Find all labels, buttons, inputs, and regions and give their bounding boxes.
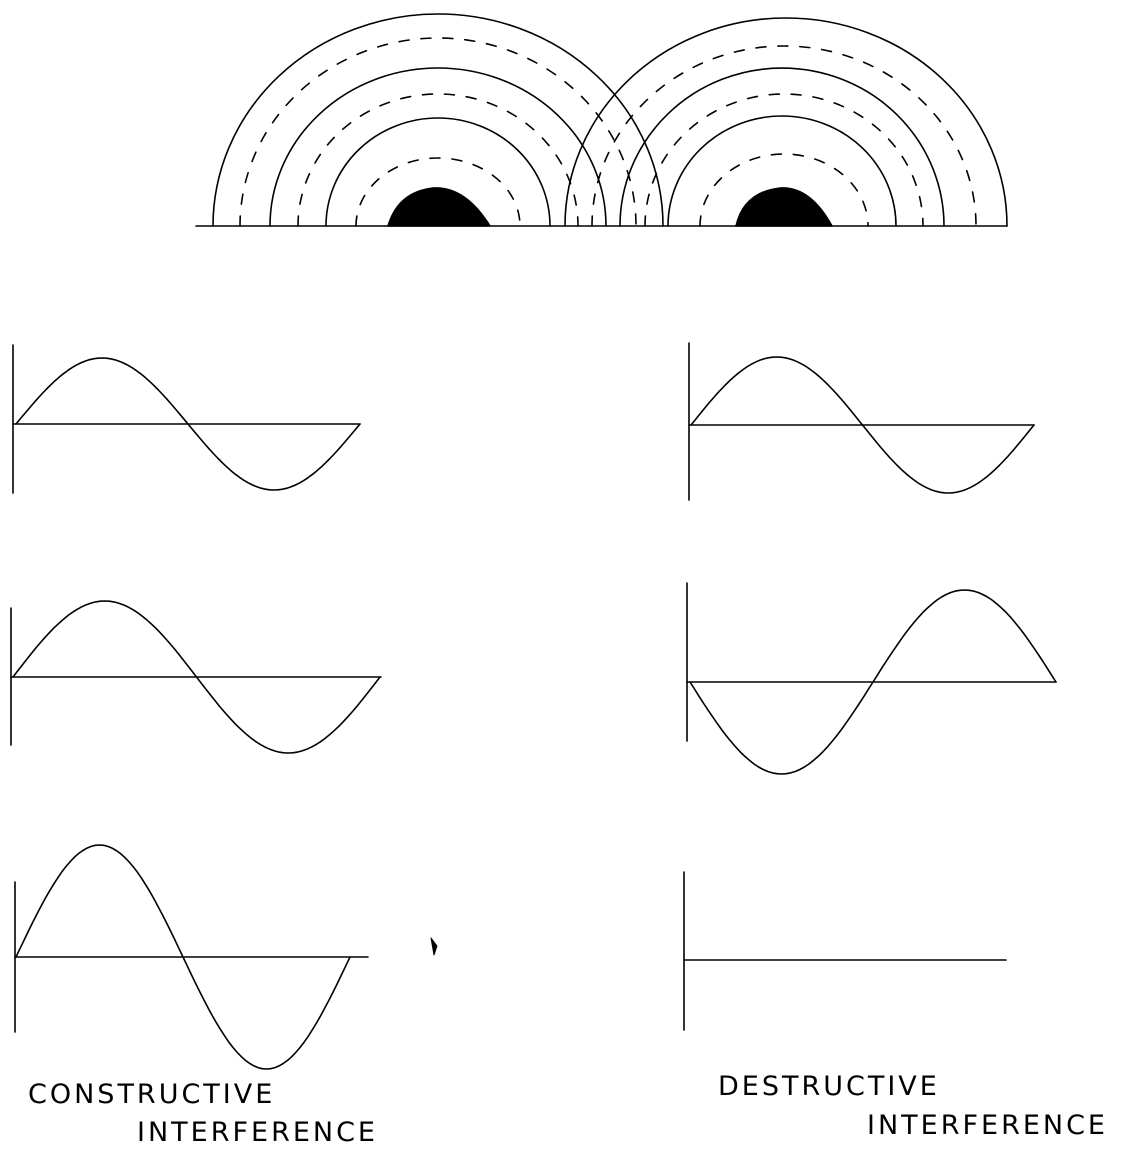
wave-a-curve bbox=[690, 356, 1035, 494]
destructive-caption-line1: DESTRUCTIVE bbox=[718, 1071, 940, 1102]
wavefront-crest bbox=[325, 117, 551, 227]
constructive-caption-line1: CONSTRUCTIVE bbox=[28, 1079, 276, 1110]
wavefront-trough bbox=[644, 93, 924, 227]
wave-sources-figure bbox=[195, 13, 1008, 227]
wave-a-curve bbox=[15, 357, 361, 491]
wavefront-crest bbox=[564, 17, 1008, 227]
wave-b-curve bbox=[689, 589, 1057, 775]
wavefront-trough bbox=[355, 157, 521, 227]
wavefront-trough bbox=[591, 45, 977, 227]
destructive-wave-a-graph bbox=[688, 342, 1035, 501]
right-wavefronts bbox=[564, 17, 1008, 227]
destructive-wave-b-graph bbox=[686, 582, 1057, 775]
constructive-resultant-graph bbox=[14, 844, 369, 1070]
wavefront-crest bbox=[269, 67, 607, 227]
constructive-column bbox=[10, 344, 382, 1070]
resultant-curve bbox=[15, 844, 351, 1070]
constructive-wave-b-graph bbox=[10, 600, 382, 754]
wavefront-crest bbox=[619, 67, 945, 227]
destructive-column bbox=[683, 342, 1057, 1031]
source-left bbox=[387, 187, 491, 227]
ink-mark bbox=[430, 937, 438, 956]
wavefront-trough bbox=[239, 37, 637, 227]
wavefront-crest bbox=[667, 115, 897, 227]
destructive-resultant-graph bbox=[683, 871, 1007, 1031]
constructive-wave-a-graph bbox=[12, 344, 361, 494]
source-right bbox=[735, 187, 833, 227]
wave-b-curve bbox=[12, 600, 381, 754]
wavefront-crest bbox=[212, 13, 664, 227]
constructive-caption-line2: INTERFERENCE bbox=[137, 1117, 378, 1148]
destructive-caption-line2: INTERFERENCE bbox=[867, 1110, 1108, 1141]
left-wavefronts bbox=[212, 13, 664, 227]
